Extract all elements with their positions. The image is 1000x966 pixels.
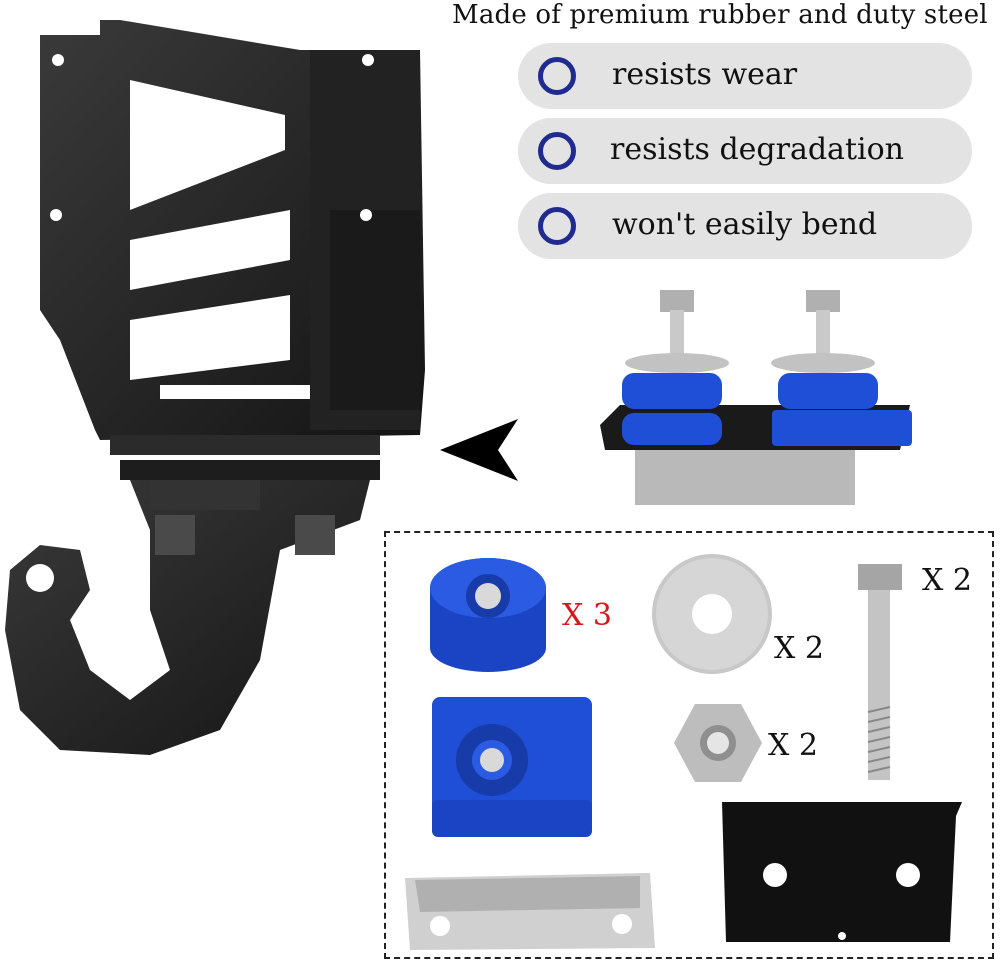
- washer-quantity: X 2: [774, 631, 824, 666]
- ring-icon: [538, 132, 576, 170]
- bolt-image: [858, 564, 902, 780]
- headline-text: Made of premium rubber and duty steel: [452, 0, 988, 30]
- feature-label: resists wear: [612, 57, 798, 92]
- bolt-quantity: X 2: [922, 563, 972, 598]
- washer-image: [652, 554, 772, 674]
- ring-icon: [538, 207, 576, 245]
- pintle-hook-bracket-image: [5, 20, 425, 755]
- mounting-plate-image: [722, 802, 962, 942]
- lock-nut-quantity: X 2: [768, 728, 818, 763]
- feature-pill-2: resists degradation: [518, 118, 972, 184]
- aluminum-spacer-image: [405, 873, 655, 950]
- kit-contents-box: [384, 531, 994, 959]
- feature-pill-3: won't easily bend: [518, 193, 972, 259]
- round-bushing-quantity: X 3: [562, 598, 612, 633]
- pointer-arrow-icon: [440, 419, 518, 481]
- round-bushing-image: [430, 558, 546, 672]
- feature-label: won't easily bend: [612, 207, 878, 242]
- lock-nut-image: [674, 704, 762, 782]
- feature-label: resists degradation: [610, 132, 904, 167]
- square-bushing-image: [432, 697, 592, 837]
- feature-pill-1: resists wear: [518, 43, 972, 109]
- ring-icon: [538, 57, 576, 95]
- assembled-kit-image: [600, 290, 912, 505]
